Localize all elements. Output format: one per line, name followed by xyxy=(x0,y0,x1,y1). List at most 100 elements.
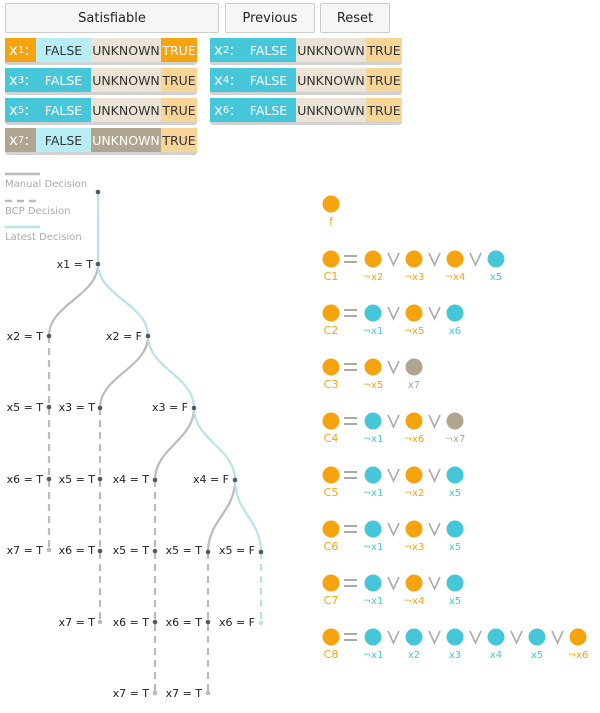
option-unknown-button[interactable]: UNKNOWN xyxy=(91,68,161,92)
option-false-button[interactable]: FALSE xyxy=(241,98,296,122)
literal-dot[interactable] xyxy=(405,358,423,376)
tree-node[interactable] xyxy=(205,619,211,625)
literal-dot[interactable] xyxy=(446,628,464,646)
option-false-button[interactable]: FALSE xyxy=(36,98,91,122)
formula-dot[interactable] xyxy=(322,195,340,213)
literal-dot[interactable] xyxy=(528,628,546,646)
tree-node[interactable] xyxy=(258,620,264,626)
tree-node[interactable] xyxy=(95,189,101,195)
tree-node[interactable] xyxy=(145,333,151,339)
edge-x2f-x3f xyxy=(146,335,196,409)
literal-dot[interactable] xyxy=(446,520,464,538)
or-symbol xyxy=(387,522,400,537)
tree-node[interactable] xyxy=(152,548,158,554)
tree-node[interactable] xyxy=(46,547,52,553)
satisfiable-button[interactable]: Satisfiable xyxy=(5,3,219,33)
option-false-button[interactable]: FALSE xyxy=(241,68,296,92)
equals-sign xyxy=(344,369,357,371)
formula-label: f xyxy=(329,215,334,228)
literal-dot[interactable] xyxy=(446,412,464,430)
literal-label: ¬x4 xyxy=(445,272,466,283)
literal-dot[interactable] xyxy=(364,412,382,430)
literal-dot[interactable] xyxy=(487,250,505,268)
literal-dot[interactable] xyxy=(364,358,382,376)
or-symbol xyxy=(469,630,482,645)
literal-dot[interactable] xyxy=(364,628,382,646)
option-false-button[interactable]: FALSE xyxy=(241,38,296,62)
literal-dot[interactable] xyxy=(446,466,464,484)
edge-x3f-x4f xyxy=(192,407,237,481)
option-true-button[interactable]: TRUE xyxy=(161,98,197,122)
tree-node[interactable] xyxy=(46,476,52,482)
tree-node[interactable] xyxy=(258,549,264,555)
option-true-button[interactable]: TRUE xyxy=(161,128,197,152)
literal-dot[interactable] xyxy=(446,574,464,592)
literal-dot[interactable] xyxy=(405,520,423,538)
option-true-button[interactable]: TRUE xyxy=(161,38,197,62)
literal-dot[interactable] xyxy=(405,304,423,322)
clause-dot[interactable] xyxy=(322,412,340,430)
tree-node[interactable] xyxy=(97,476,103,482)
tree-node[interactable] xyxy=(46,404,52,410)
literal-dot[interactable] xyxy=(364,520,382,538)
literal-label: x2 xyxy=(408,650,420,661)
option-false-button[interactable]: FALSE xyxy=(36,38,91,62)
clause-dot[interactable] xyxy=(322,466,340,484)
tree-node[interactable] xyxy=(97,405,103,411)
literal-dot[interactable] xyxy=(364,574,382,592)
option-unknown-button[interactable]: UNKNOWN xyxy=(296,38,366,62)
tree-label: x4 = T xyxy=(113,473,150,486)
tree-node[interactable] xyxy=(97,619,103,625)
literal-dot[interactable] xyxy=(405,412,423,430)
tree-node[interactable] xyxy=(97,548,103,554)
tree-label: x7 = T xyxy=(7,544,44,557)
tree-node[interactable] xyxy=(191,405,197,411)
tree-node[interactable] xyxy=(205,690,211,696)
literal-dot[interactable] xyxy=(364,250,382,268)
tree-node[interactable] xyxy=(95,261,101,267)
clause-dot[interactable] xyxy=(322,628,340,646)
or-symbol xyxy=(387,252,400,267)
literal-dot[interactable] xyxy=(405,628,423,646)
option-unknown-button[interactable]: UNKNOWN xyxy=(296,68,366,92)
option-unknown-button[interactable]: UNKNOWN xyxy=(91,98,161,122)
previous-button[interactable]: Previous xyxy=(225,3,315,33)
option-true-button[interactable]: TRUE xyxy=(366,98,402,122)
literal-dot[interactable] xyxy=(569,628,587,646)
tree-node[interactable] xyxy=(152,690,158,696)
option-unknown-button[interactable]: UNKNOWN xyxy=(91,38,161,62)
option-false-button[interactable]: FALSE xyxy=(36,68,91,92)
tree-label: x1 = T xyxy=(57,258,94,271)
clause-dot[interactable] xyxy=(322,250,340,268)
clause-dot[interactable] xyxy=(322,520,340,538)
reset-button[interactable]: Reset xyxy=(320,3,390,33)
literal-dot[interactable] xyxy=(446,250,464,268)
option-true-button[interactable]: TRUE xyxy=(366,68,402,92)
literal-dot[interactable] xyxy=(364,304,382,322)
option-unknown-button[interactable]: UNKNOWN xyxy=(91,128,161,152)
option-true-button[interactable]: TRUE xyxy=(366,38,402,62)
option-unknown-button[interactable]: UNKNOWN xyxy=(296,98,366,122)
tree-node[interactable] xyxy=(205,549,211,555)
literal-dot[interactable] xyxy=(405,250,423,268)
tree-node[interactable] xyxy=(232,477,238,483)
literal-dot[interactable] xyxy=(405,466,423,484)
option-false-button[interactable]: FALSE xyxy=(36,128,91,152)
literal-dot[interactable] xyxy=(364,466,382,484)
clause-dot[interactable] xyxy=(322,304,340,322)
clause-dot[interactable] xyxy=(322,574,340,592)
option-true-button[interactable]: TRUE xyxy=(161,68,197,92)
clause-dot[interactable] xyxy=(322,358,340,376)
tree-node[interactable] xyxy=(46,333,52,339)
tree-node[interactable] xyxy=(152,477,158,483)
literal-dot[interactable] xyxy=(405,574,423,592)
tree-label: x6 = T xyxy=(166,616,203,629)
literal-dot[interactable] xyxy=(487,628,505,646)
tree-node[interactable] xyxy=(152,619,158,625)
literal-dot[interactable] xyxy=(446,304,464,322)
